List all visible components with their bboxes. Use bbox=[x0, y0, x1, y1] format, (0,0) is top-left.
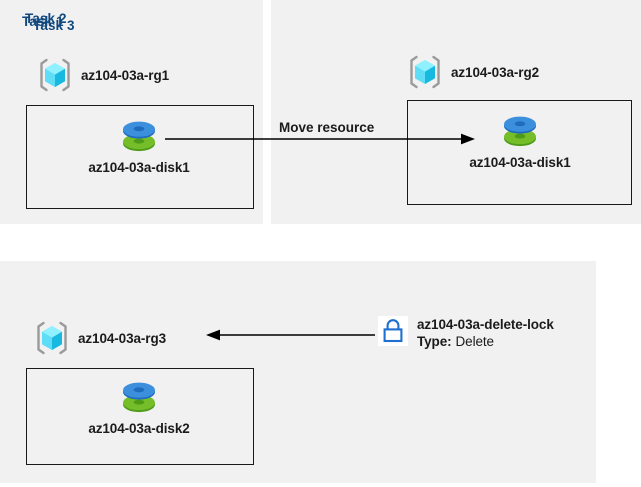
arrow-right-icon bbox=[165, 133, 475, 145]
task-3-resource-group: az104-03a-rg3 bbox=[33, 319, 166, 357]
task-3-disk-label: az104-03a-disk2 bbox=[88, 421, 190, 436]
task-3-resource-box bbox=[26, 368, 254, 465]
task-2-resource-group-label: az104-03a-rg2 bbox=[451, 64, 540, 80]
managed-disk-icon bbox=[123, 382, 155, 413]
task-2-title: Task 2 bbox=[25, 11, 67, 26]
task-1-title: Task 1 bbox=[22, 14, 64, 29]
delete-lock-block: az104-03a-delete-lock Type:Delete bbox=[378, 316, 554, 350]
task-3-panel bbox=[0, 261, 596, 483]
delete-lock-type-label: Type: bbox=[417, 334, 452, 349]
delete-lock-type-value: Delete bbox=[455, 334, 495, 349]
delete-lock-name: az104-03a-delete-lock bbox=[417, 317, 554, 332]
managed-disk-icon bbox=[123, 121, 155, 152]
managed-disk-icon bbox=[504, 116, 536, 147]
resource-group-icon bbox=[37, 321, 67, 355]
delete-lock-type: Type:Delete bbox=[417, 333, 554, 350]
delete-lock-text: az104-03a-delete-lock Type:Delete bbox=[417, 317, 554, 350]
task-2-disk-label: az104-03a-disk1 bbox=[469, 155, 571, 170]
task-2-resource-group: az104-03a-rg2 bbox=[406, 53, 539, 91]
lock-icon bbox=[378, 316, 408, 346]
resource-group-icon bbox=[410, 55, 440, 89]
move-resource-caption: Move resource bbox=[279, 120, 375, 135]
task-2-disk: az104-03a-disk1 bbox=[460, 110, 580, 170]
task-1-resource-group-label: az104-03a-rg1 bbox=[81, 67, 170, 83]
task-1-resource-box bbox=[26, 105, 254, 209]
task-1-disk: az104-03a-disk1 bbox=[79, 115, 199, 175]
task-2-resource-box bbox=[407, 100, 632, 205]
arrow-left-icon bbox=[206, 329, 375, 341]
task-3-resource-group-label: az104-03a-rg3 bbox=[78, 330, 167, 346]
task-1-panel bbox=[0, 0, 263, 224]
task-2-panel bbox=[271, 0, 641, 224]
resource-group-icon bbox=[40, 58, 70, 92]
task-1-resource-group: az104-03a-rg1 bbox=[36, 56, 169, 94]
task-3-title: Task 3 bbox=[33, 18, 75, 33]
task-1-disk-label: az104-03a-disk1 bbox=[88, 160, 190, 175]
task-3-disk: az104-03a-disk2 bbox=[79, 376, 199, 436]
